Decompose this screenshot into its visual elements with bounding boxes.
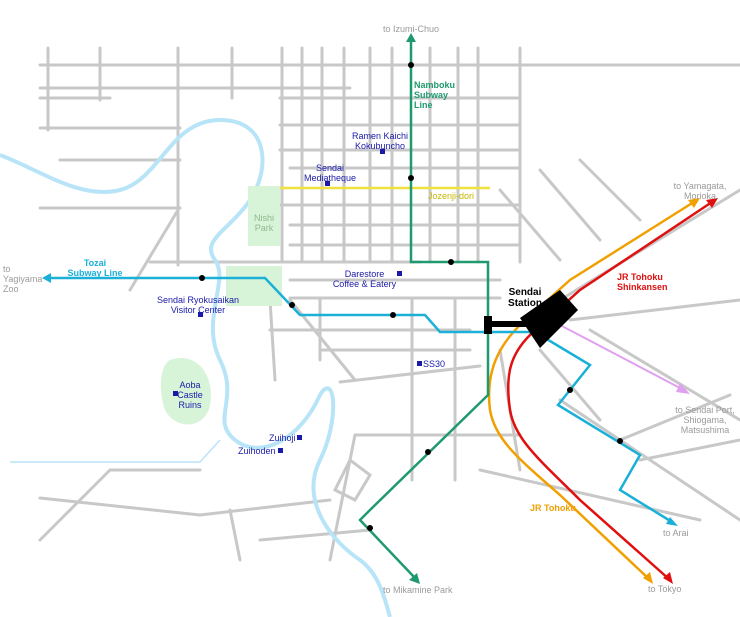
tozai-label: Tozai Subway Line [67,258,123,278]
stop-marker [289,302,295,308]
stop-marker [390,312,396,318]
darestore-label: Darestore Coffee & Eatery [332,269,397,289]
stop-marker [408,175,414,181]
shinkansen-arrow-north-icon [706,198,718,208]
dest-yamagata: to Yamagata, Morioka [673,181,727,201]
jr-tohoku-label: JR Tohoku [530,503,576,513]
shinkansen-label: JR Tohoku Shinkansen [617,272,668,292]
tozai-line [48,276,673,524]
ryokusaikan-marker [198,312,203,317]
namboku-arrow-south-icon [409,573,420,584]
jozenji-label: Jozenji-dori [428,191,475,201]
aoba-castle-area [160,358,211,425]
sendai-station-building [520,290,578,348]
stop-marker [408,62,414,68]
namboku-arrow-north-icon [406,33,416,42]
jr-tohoku-line [487,198,698,581]
dest-yagiyama: to Yagiyama Zoo [3,264,43,294]
shinkansen-line [506,198,716,581]
tozai-arrow-west-icon [42,273,51,283]
jr-tohoku-arrow-south-icon [643,572,653,584]
mediatheque-marker [325,181,330,186]
namboku-label: Namboku Subway Line [414,80,456,110]
ryokusaikan-label: Sendai Ryokusaikan Visitor Center [156,295,240,315]
stop-marker [448,259,454,265]
dest-izumi-chuo: to Izumi-Chuo [382,24,440,34]
ss30-label: SS30 [423,359,446,369]
zuihoden-label: Zuihoden [238,446,276,456]
dest-tokyo: to Tokyo [648,584,682,594]
namboku-line [358,40,490,579]
hirose-river [0,117,392,617]
stop-marker [367,525,373,531]
darestore-marker [397,271,402,276]
mediatheque-label: Sendai Mediatheque [303,163,357,183]
dest-sendai-port: to Sendai Port, Shiogama, Matsushima [675,405,735,435]
dest-arai: to Arai [663,528,689,538]
nishi-park-area [248,186,280,246]
stop-marker [425,449,431,455]
aoba-label: Aoba Castle Ruins [177,380,203,410]
ss30-marker [417,361,422,366]
sendai-station-label: Sendai Station [508,287,542,309]
dest-mikamine: to Mikamine Park [383,585,453,595]
shinkansen-arrow-south-icon [663,572,673,584]
zuihoden-marker [278,448,283,453]
aoba-marker [173,391,178,396]
stop-marker [199,275,205,281]
stop-marker [567,387,573,393]
station-platform [484,316,492,334]
creek [10,439,221,463]
senseki-line [559,324,681,389]
stop-marker [617,438,623,444]
senseki-arrow-icon [676,383,690,394]
ramen-marker [380,149,385,154]
jr-tohoku-arrow-north-icon [688,198,700,208]
zuihoji-label: Zuihoji [269,433,296,443]
nishi-park-label: Nishi Park [253,213,274,233]
zuihoji-marker [297,435,302,440]
tozai-arrow-east-icon [666,517,678,526]
ramen-label: Ramen Kaichi Kokubuncho [351,131,409,151]
station-platform-connector [490,321,528,327]
road-network [38,46,740,562]
